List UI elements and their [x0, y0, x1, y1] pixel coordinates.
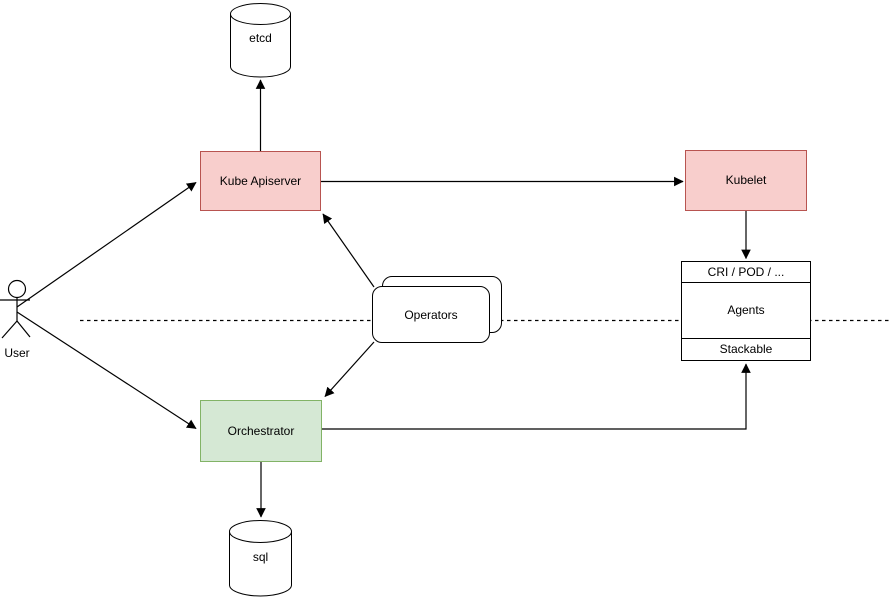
cylinder-shape: [229, 520, 292, 597]
etcd-label: etcd: [249, 31, 272, 45]
arrow-operators-to-apiserver: [322, 213, 375, 288]
node-sql-database[interactable]: sql: [229, 520, 292, 597]
kubelet-label: Kubelet: [725, 173, 767, 188]
arrow-user-to-apiserver: [16, 182, 197, 308]
agents-label: Agents: [727, 303, 765, 318]
stackable-label: Stackable: [719, 342, 773, 357]
cri-pod-label: CRI / POD / ...: [707, 264, 785, 279]
actor-left-leg: [1, 320, 18, 339]
node-kubelet[interactable]: Kubelet: [685, 150, 807, 211]
agents-stack-footer: Stackable: [682, 338, 810, 360]
user-label: User: [4, 346, 30, 360]
arrow-orchestrator-to-stackable: [322, 363, 751, 430]
agents-stack-header: CRI / POD / ...: [682, 262, 810, 283]
node-orchestrator[interactable]: Orchestrator: [200, 400, 322, 462]
kube-apiserver-label: Kube Apiserver: [219, 173, 302, 188]
actor-right-leg: [16, 320, 31, 338]
node-etcd-database[interactable]: etcd: [230, 3, 291, 78]
actor-head: [7, 279, 27, 299]
sql-label: sql: [252, 550, 269, 564]
node-kube-apiserver[interactable]: Kube Apiserver: [200, 151, 321, 211]
cylinder-shape: [230, 3, 291, 78]
agents-stack-body: Agents: [682, 283, 810, 338]
arrow-user-to-orchestrator: [16, 311, 197, 430]
operators-label: Operators: [404, 307, 458, 322]
node-operators[interactable]: Operators: [372, 276, 502, 344]
node-user-actor[interactable]: [0, 277, 36, 343]
arrow-operators-to-orchestrator: [324, 341, 375, 397]
node-agents-stack[interactable]: CRI / POD / ... Agents Stackable: [681, 261, 811, 361]
operators-front-card: Operators: [372, 286, 490, 343]
orchestrator-label: Orchestrator: [227, 423, 295, 438]
